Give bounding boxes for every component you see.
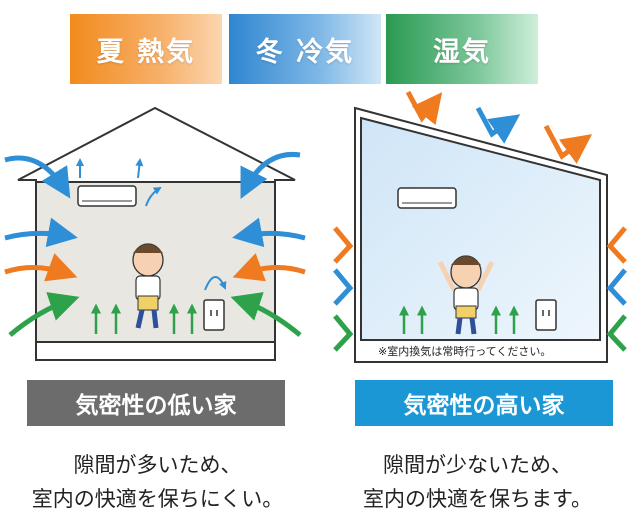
outlet-icon	[203, 299, 225, 331]
left-house	[4, 106, 306, 361]
tag-summer-heat: 夏 熱気	[70, 14, 222, 84]
air-conditioner-icon	[77, 185, 137, 207]
right-house	[333, 90, 627, 363]
right-room	[360, 116, 601, 341]
low-airtight-description: 隙間が多いため、 室内の快適を保ちにくい。	[0, 448, 315, 516]
low-airtight-house-label: 気密性の低い家	[27, 380, 285, 426]
desc-line: 室内の快適を保ちます。	[363, 487, 592, 511]
high-airtight-description: 隙間が少ないため、 室内の快適を保ちます。	[320, 448, 630, 516]
ventilation-note: ※室内換気は常時行ってください。	[378, 345, 552, 358]
desc-line: 隙間が多いため、	[73, 453, 242, 477]
tag-winter-cold: 冬 冷気	[229, 14, 381, 84]
air-conditioner-icon	[397, 187, 457, 209]
desc-line: 隙間が少ないため、	[383, 453, 572, 477]
high-airtight-house-label: 気密性の高い家	[355, 380, 613, 426]
desc-line: 室内の快適を保ちにくい。	[31, 487, 284, 511]
tag-humidity: 湿気	[386, 14, 538, 84]
outlet-icon	[535, 299, 557, 331]
happy-child-icon	[437, 255, 495, 335]
crying-child-icon	[132, 243, 164, 329]
